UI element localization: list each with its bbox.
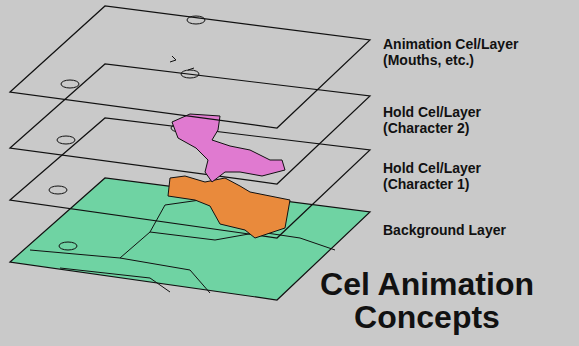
- peg-hole: [187, 16, 205, 24]
- hold-layer-2: [10, 64, 370, 184]
- peg-hole: [49, 186, 67, 194]
- peg-hole: [59, 242, 77, 250]
- background-detail: [150, 200, 200, 232]
- animation-layer: [10, 6, 370, 128]
- background-detail: [120, 232, 300, 258]
- peg-hole: [181, 70, 199, 78]
- diagram-title: Cel Animation Concepts: [282, 268, 572, 334]
- mouth-mark: [188, 68, 194, 70]
- layer-label: Hold Cel/Layer (Character 1): [383, 160, 543, 192]
- background-detail: [60, 268, 170, 292]
- layer-label: Hold Cel/Layer (Character 2): [383, 104, 543, 136]
- character-2: [172, 114, 285, 182]
- character-1: [168, 176, 290, 238]
- background-detail: [300, 238, 335, 250]
- background-detail: [30, 250, 210, 293]
- peg-hole: [57, 136, 75, 144]
- mouth-mark: [170, 56, 176, 62]
- peg-hole: [61, 80, 79, 88]
- layer-label: Background Layer: [383, 222, 543, 238]
- layer-label: Animation Cel/Layer (Mouths, etc.): [383, 36, 543, 68]
